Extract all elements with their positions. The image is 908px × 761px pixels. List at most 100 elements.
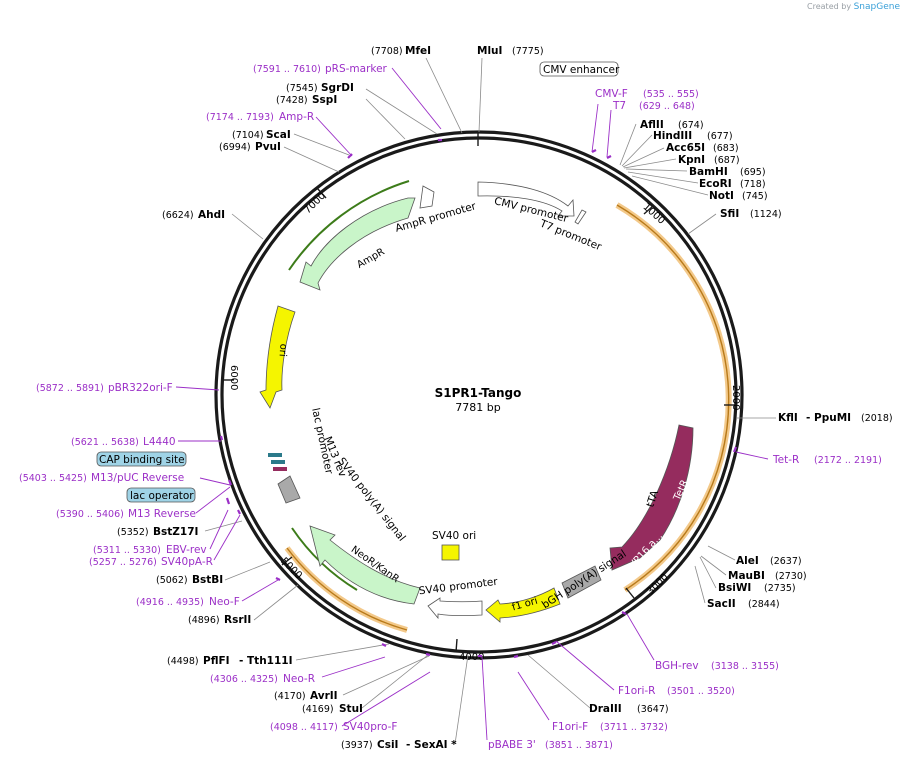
enzyme-kfli-pos: (2018) bbox=[861, 413, 893, 424]
label-cap-binding-site: CAP binding site bbox=[99, 454, 185, 466]
enzyme-alei: AleI bbox=[736, 555, 759, 567]
enzyme-scai: ScaI bbox=[266, 129, 291, 141]
primer-bgh-rev: BGH-rev bbox=[655, 660, 699, 672]
enzyme-csii-pos: (3937) bbox=[341, 740, 373, 751]
primer-f1ori-f: F1ori-F bbox=[552, 721, 588, 733]
enzyme-stui: StuI bbox=[339, 703, 363, 715]
primer-neo-f: Neo-F bbox=[209, 596, 240, 608]
cap-site-marker bbox=[273, 467, 287, 471]
label-lac-operator: lac operator bbox=[130, 490, 194, 502]
primer-l4440: L4440 bbox=[143, 436, 176, 448]
ori-arrow bbox=[259, 305, 296, 409]
label-sv40-ori: SV40 ori bbox=[432, 530, 476, 542]
label-cmv-enhancer: CMV enhancer bbox=[543, 64, 620, 76]
enzyme-ppumi: - PpuMI bbox=[806, 412, 851, 424]
enzyme-bamhi-pos: (695) bbox=[740, 167, 766, 178]
enzyme-rsrii: RsrII bbox=[224, 614, 251, 626]
enzyme-mfei: MfeI bbox=[405, 45, 431, 57]
plasmid-name: S1PR1-Tango bbox=[435, 386, 522, 400]
enzyme-bamhi: BamHI bbox=[689, 166, 728, 178]
primer-f1ori-r-pos: (3501 .. 3520) bbox=[667, 686, 735, 697]
enzyme-aflii-pos: (674) bbox=[678, 120, 704, 131]
enzyme-pflfi-pos: (4498) bbox=[167, 656, 199, 667]
cmv-promoter-arrow bbox=[477, 181, 575, 217]
t7-promoter-arrow bbox=[574, 209, 587, 225]
enzyme-draiii: DraIII bbox=[589, 703, 622, 715]
enzyme-noti-pos: (745) bbox=[742, 191, 768, 202]
enzyme-rsrii-pos: (4896) bbox=[188, 615, 220, 626]
snapgene-brand: Created by SnapGene bbox=[807, 2, 900, 12]
enzyme-pvui-pos: (6994) bbox=[219, 142, 251, 153]
label-tta: tTA bbox=[644, 488, 661, 509]
label-t7-promoter: T7 promoter bbox=[537, 217, 603, 253]
lac-operator-marker bbox=[271, 460, 285, 464]
enzyme-leaders bbox=[204, 57, 776, 745]
enzyme-sspi: SspI bbox=[312, 94, 337, 106]
enzyme-avrii-pos: (4170) bbox=[274, 691, 306, 702]
primer-cmv-f-pos: (535 .. 555) bbox=[643, 89, 699, 100]
enzyme-ahdi-pos: (6624) bbox=[162, 210, 194, 221]
primer-ebv-rev: EBV-rev bbox=[166, 544, 207, 556]
enzyme-acc65i: Acc65I bbox=[666, 142, 705, 154]
enzyme-sfii: SfiI bbox=[720, 208, 739, 220]
primer-prs-marker: pRS-marker bbox=[325, 63, 388, 75]
plasmid-length: 7781 bp bbox=[455, 401, 500, 414]
primer-sv40pro-f: SV40pro-F bbox=[343, 721, 397, 733]
box-lac-operator bbox=[126, 487, 196, 503]
primer-tet-r: Tet-R bbox=[772, 454, 799, 466]
enzyme-pflfi: PflFI bbox=[203, 655, 230, 667]
enzyme-draiii-pos: (3647) bbox=[637, 704, 669, 715]
tick-marks bbox=[221, 133, 737, 653]
enzyme-sexai: - SexAI * bbox=[406, 739, 457, 751]
enzyme-alei-pos: (2637) bbox=[770, 556, 802, 567]
primer-neo-f-pos: (4916 .. 4935) bbox=[136, 597, 204, 608]
enzyme-sfii-pos: (1124) bbox=[750, 209, 782, 220]
box-cmv-enhancer bbox=[539, 61, 619, 77]
enzyme-kpni-pos: (687) bbox=[714, 155, 740, 166]
primer-bgh-rev-pos: (3138 .. 3155) bbox=[711, 661, 779, 672]
primer-ampr: Amp-R bbox=[279, 111, 314, 123]
primer-neo-r-pos: (4306 .. 4325) bbox=[210, 674, 278, 685]
primer-cmv-f: CMV-F bbox=[595, 88, 628, 100]
enzyme-mlui-pos: (7775) bbox=[512, 46, 544, 57]
primer-pbabe3: pBABE 3' bbox=[488, 739, 536, 751]
enzyme-stui-pos: (4169) bbox=[302, 704, 334, 715]
orf-track-tta-line bbox=[616, 204, 730, 591]
label-sv40-polya: SV40 poly(A) signal bbox=[335, 456, 408, 544]
tick-2000: 2000 bbox=[730, 385, 741, 410]
orf-track-ampr-line bbox=[288, 180, 410, 271]
enzyme-hindiii-pos: (677) bbox=[707, 131, 733, 142]
primer-m13puc-reverse: M13/pUC Reverse bbox=[91, 472, 184, 484]
primer-pbabe3-pos: (3851 .. 3871) bbox=[545, 740, 613, 751]
neor-arrow bbox=[309, 525, 421, 605]
enzyme-scai-pos: (7104) bbox=[232, 130, 264, 141]
enzyme-sacii-pos: (2844) bbox=[748, 599, 780, 610]
box-cap-binding-site bbox=[96, 451, 187, 467]
primer-sv40pa-r-pos: (5257 .. 5276) bbox=[89, 557, 157, 568]
enzyme-bstz17i-pos: (5352) bbox=[117, 527, 149, 538]
m13rev-marker bbox=[268, 453, 282, 457]
enzyme-bsiwi-pos: (2735) bbox=[764, 583, 796, 594]
sv40-promoter-arrow bbox=[427, 597, 483, 620]
sv40-polya-box bbox=[277, 475, 301, 504]
enzyme-kpni: KpnI bbox=[678, 154, 705, 166]
enzyme-hindiii: HindIII bbox=[653, 130, 692, 142]
primer-f1ori-f-pos: (3711 .. 3732) bbox=[600, 722, 668, 733]
enzyme-pvui: PvuI bbox=[255, 141, 281, 153]
primer-pbr322ori-f-pos: (5872 .. 5891) bbox=[36, 383, 104, 394]
enzyme-aflii: AflII bbox=[640, 119, 664, 131]
enzyme-mlui: MluI bbox=[477, 45, 502, 57]
primer-m13-reverse-pos: (5390 .. 5406) bbox=[56, 509, 124, 520]
enzyme-ahdi: AhdI bbox=[198, 209, 225, 221]
primer-tet-r-pos: (2172 .. 2191) bbox=[814, 455, 882, 466]
enzyme-bsiwi: BsiWI bbox=[718, 582, 751, 594]
enzyme-bstbi-pos: (5062) bbox=[156, 575, 188, 586]
primer-t7-pos: (629 .. 648) bbox=[639, 101, 695, 112]
enzyme-bstz17i: BstZ17I bbox=[153, 526, 198, 538]
ampr-promoter-arrow bbox=[419, 185, 435, 209]
primer-pbr322ori-f: pBR322ori-F bbox=[108, 382, 173, 394]
primer-leaders bbox=[175, 67, 769, 741]
tetr-arrow bbox=[609, 424, 694, 571]
brand-name: SnapGene bbox=[853, 2, 900, 12]
